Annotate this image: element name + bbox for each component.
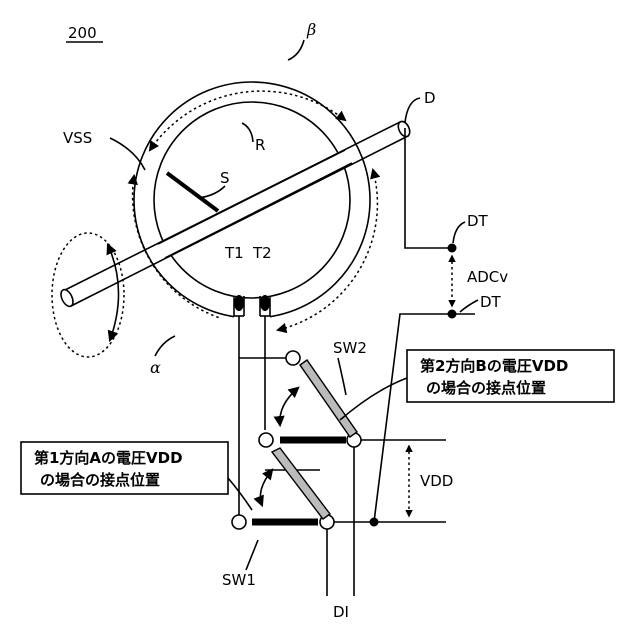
label-d: D <box>424 89 436 107</box>
callout-b-line1: 第2方向Bの電圧VDD <box>420 357 568 375</box>
switch-sw1 <box>232 448 334 529</box>
leader-alpha <box>155 336 175 356</box>
leader-sw1 <box>246 540 258 570</box>
label-sw2: SW2 <box>333 339 367 357</box>
sw2-lever-position-b <box>300 360 357 437</box>
terminal-t1-dot <box>234 295 244 311</box>
label-s: S <box>220 169 230 187</box>
terminal-t2-dot <box>260 295 270 311</box>
node-rail-gnd <box>370 518 379 527</box>
figure-number: 200 <box>68 24 97 42</box>
shaft-inner-cover <box>158 150 352 258</box>
switch-sw2 <box>259 351 361 447</box>
label-vss: VSS <box>63 129 92 147</box>
wiper-s <box>167 173 218 211</box>
leader-dt-bottom <box>460 300 478 312</box>
label-t1: T1 <box>224 244 244 262</box>
sw1-contact-left <box>232 515 246 529</box>
callout-b-line2: の場合の接点位置 <box>426 379 546 397</box>
sw1-toggle-arrow <box>260 470 272 505</box>
sw2-toggle-arrow <box>280 388 298 425</box>
callout-a-line2: の場合の接点位置 <box>40 471 160 489</box>
leader-callout-b <box>340 378 407 420</box>
callout-direction-a: 第1方向Aの電圧VDD の場合の接点位置 <box>21 442 252 510</box>
callout-direction-b: 第2方向Bの電圧VDD の場合の接点位置 <box>340 350 614 420</box>
leader-r <box>242 123 253 142</box>
leader-dt-top <box>453 222 465 243</box>
node-dt-bottom <box>448 310 457 319</box>
label-adcv: ADCv <box>467 268 508 286</box>
leader-sw2 <box>338 358 346 395</box>
wire-dt-bottom <box>374 314 452 522</box>
label-t2: T2 <box>252 244 272 262</box>
label-di: DI <box>333 603 349 621</box>
shaft-inner-edge-top <box>158 150 345 244</box>
label-sw1: SW1 <box>222 571 256 589</box>
callout-a-line1: 第1方向Aの電圧VDD <box>34 449 183 467</box>
leader-callout-a <box>228 478 252 510</box>
label-alpha: α <box>150 358 161 377</box>
sw2-contact-left <box>259 433 273 447</box>
leader-d <box>405 98 420 122</box>
leader-beta <box>288 40 304 60</box>
label-vdd: VDD <box>420 472 453 490</box>
label-dt-bottom: DT <box>480 293 502 311</box>
label-beta: β <box>306 20 316 39</box>
label-dt-top: DT <box>467 212 489 230</box>
wire-d-to-dt <box>405 128 452 248</box>
leader-s <box>198 186 225 198</box>
node-dt-top <box>448 244 457 253</box>
sw1-lever-position-b <box>272 448 330 519</box>
sw2-contact-top <box>286 351 300 365</box>
label-r: R <box>255 136 265 154</box>
